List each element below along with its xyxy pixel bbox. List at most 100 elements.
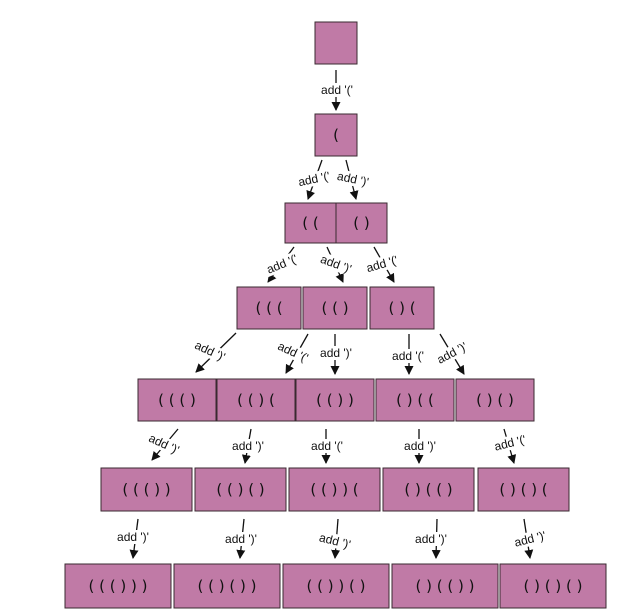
node-box bbox=[194, 467, 287, 512]
tree-node: ( ) ( ) ( bbox=[477, 467, 570, 512]
edge-label: add ')' bbox=[117, 530, 149, 544]
edge-label-background bbox=[412, 532, 450, 546]
tree-node: ( ( ) ( ) ) bbox=[173, 563, 281, 609]
edge-label-background bbox=[143, 429, 185, 459]
edge-label-background bbox=[229, 439, 267, 453]
tree-node-root bbox=[314, 21, 358, 65]
tree-node: ( ( ( ) ) ) bbox=[64, 563, 172, 609]
nodes-layer: ( ( ( ( ) ( ( ( ( ( ) ( ) ( ( ( ( ) ( ( ) ( ( ( … bbox=[64, 21, 607, 609]
tree-edge: add '(' bbox=[318, 70, 356, 111]
tree-edge: add ')' bbox=[509, 518, 551, 559]
tree-node: ( ) ( bbox=[369, 286, 435, 330]
edge-label: add '(' bbox=[297, 169, 331, 189]
tree-node: ( ) ( ( ) bbox=[382, 467, 475, 512]
edge-label-background bbox=[401, 439, 439, 453]
edge-label: add ')' bbox=[232, 439, 264, 453]
edge-label-background bbox=[509, 527, 551, 551]
edge-label-background bbox=[431, 337, 473, 369]
node-label: ( ( ( ) ) bbox=[122, 481, 170, 499]
node-box bbox=[295, 378, 375, 422]
edge-label: add '(' bbox=[311, 439, 343, 453]
node-label: ( ( ) bbox=[321, 299, 348, 317]
tree-edge: add '(' bbox=[293, 159, 335, 200]
node-label: ( ( ) ( bbox=[237, 391, 275, 409]
tree-node: ( ( ) ) bbox=[295, 378, 375, 422]
tree-edge: add '(' bbox=[272, 333, 314, 374]
node-label: ( ( ) ) bbox=[316, 391, 354, 409]
edge-label-background bbox=[189, 336, 231, 366]
tree-node: ( ( ) bbox=[302, 286, 368, 330]
edge-label-background bbox=[222, 532, 260, 546]
edge-label-background bbox=[489, 431, 531, 455]
edge-label: add ')' bbox=[147, 431, 182, 457]
edge-label-background bbox=[389, 349, 427, 363]
tree-edge: add ')' bbox=[222, 518, 260, 559]
edge-label: add ')' bbox=[336, 169, 370, 189]
tree-edge: add ')' bbox=[314, 518, 356, 559]
node-label: ( ) ( ( bbox=[396, 391, 434, 409]
node-box bbox=[173, 563, 281, 609]
edge-label: add '(' bbox=[321, 83, 353, 97]
tree-edge: add '(' bbox=[489, 428, 531, 464]
node-box bbox=[282, 563, 390, 609]
edge-label: add ')' bbox=[318, 530, 352, 551]
node-label: ( ) bbox=[353, 214, 369, 232]
tree-edge: add '(' bbox=[361, 246, 403, 283]
tree-node: ( ( ) ) ( ) bbox=[282, 563, 390, 609]
node-label: ( ( ( ) ) ) bbox=[89, 577, 148, 595]
edge-label-background bbox=[318, 83, 356, 97]
tree-node: ( ( bbox=[284, 202, 337, 244]
tree-edge: add ')' bbox=[431, 333, 473, 375]
edge-label: add '(' bbox=[365, 253, 400, 275]
edge-label-background bbox=[308, 439, 346, 453]
node-label: ( ( ) ) ( bbox=[310, 481, 358, 499]
node-box bbox=[335, 202, 388, 244]
node-label: ( ( bbox=[302, 214, 318, 232]
node-label: ( ) ( bbox=[388, 299, 415, 317]
tree-node: ( ( ) ( bbox=[216, 378, 296, 422]
tree-edge: add ')' bbox=[412, 518, 450, 559]
tree-node: ( ( ) ) ( bbox=[288, 467, 381, 512]
tree-node: ( ) ( ( ) ) bbox=[391, 563, 499, 609]
tree-edge: add ')' bbox=[315, 246, 357, 283]
node-box bbox=[314, 21, 358, 65]
tree-node: ( ( ( bbox=[236, 286, 302, 330]
node-box bbox=[499, 563, 607, 609]
tree-edge: add ')' bbox=[401, 429, 439, 464]
node-label: ( ) ( ( ) ) bbox=[416, 577, 475, 595]
edge-label: add ')' bbox=[415, 532, 447, 546]
node-box bbox=[382, 467, 475, 512]
edge-label: add ')' bbox=[404, 439, 436, 453]
node-label: ( ) ( ) bbox=[476, 391, 514, 409]
tree-edge: add ')' bbox=[143, 428, 185, 461]
tree-node: ( bbox=[314, 113, 358, 157]
edge-label: add ')' bbox=[225, 532, 257, 546]
node-box bbox=[455, 378, 535, 422]
tree-edge: add ')' bbox=[317, 334, 355, 375]
tree-node: ( ( ) ( ) bbox=[194, 467, 287, 512]
edge-label-background bbox=[361, 252, 403, 276]
edge-label-background bbox=[272, 337, 314, 367]
tree-node: ( ( ( ) bbox=[137, 378, 217, 422]
node-box bbox=[137, 378, 217, 422]
tree-edge: add ')' bbox=[229, 428, 267, 464]
node-box bbox=[64, 563, 172, 609]
edge-label-background bbox=[317, 346, 355, 360]
node-label: ( ) ( ( ) bbox=[404, 481, 452, 499]
edge-label-background bbox=[293, 168, 335, 190]
edge-label: add ')' bbox=[319, 252, 354, 276]
node-box bbox=[284, 202, 337, 244]
node-box bbox=[100, 467, 193, 512]
node-box bbox=[314, 113, 358, 157]
node-label: ( ( ) ( ) bbox=[216, 481, 264, 499]
tree-node: ( ) ( ) ( ) bbox=[499, 563, 607, 609]
node-label: ( ( ( ) bbox=[158, 391, 196, 409]
node-label: ( ) ( ) ( ) bbox=[524, 577, 583, 595]
tree-node: ( ) bbox=[335, 202, 388, 244]
tree-node: ( ) ( ( bbox=[375, 378, 455, 422]
edge-label-background bbox=[332, 168, 374, 190]
node-box bbox=[216, 378, 296, 422]
node-label: ( ( ( bbox=[255, 299, 282, 317]
tree-edge: add '(' bbox=[308, 429, 346, 464]
